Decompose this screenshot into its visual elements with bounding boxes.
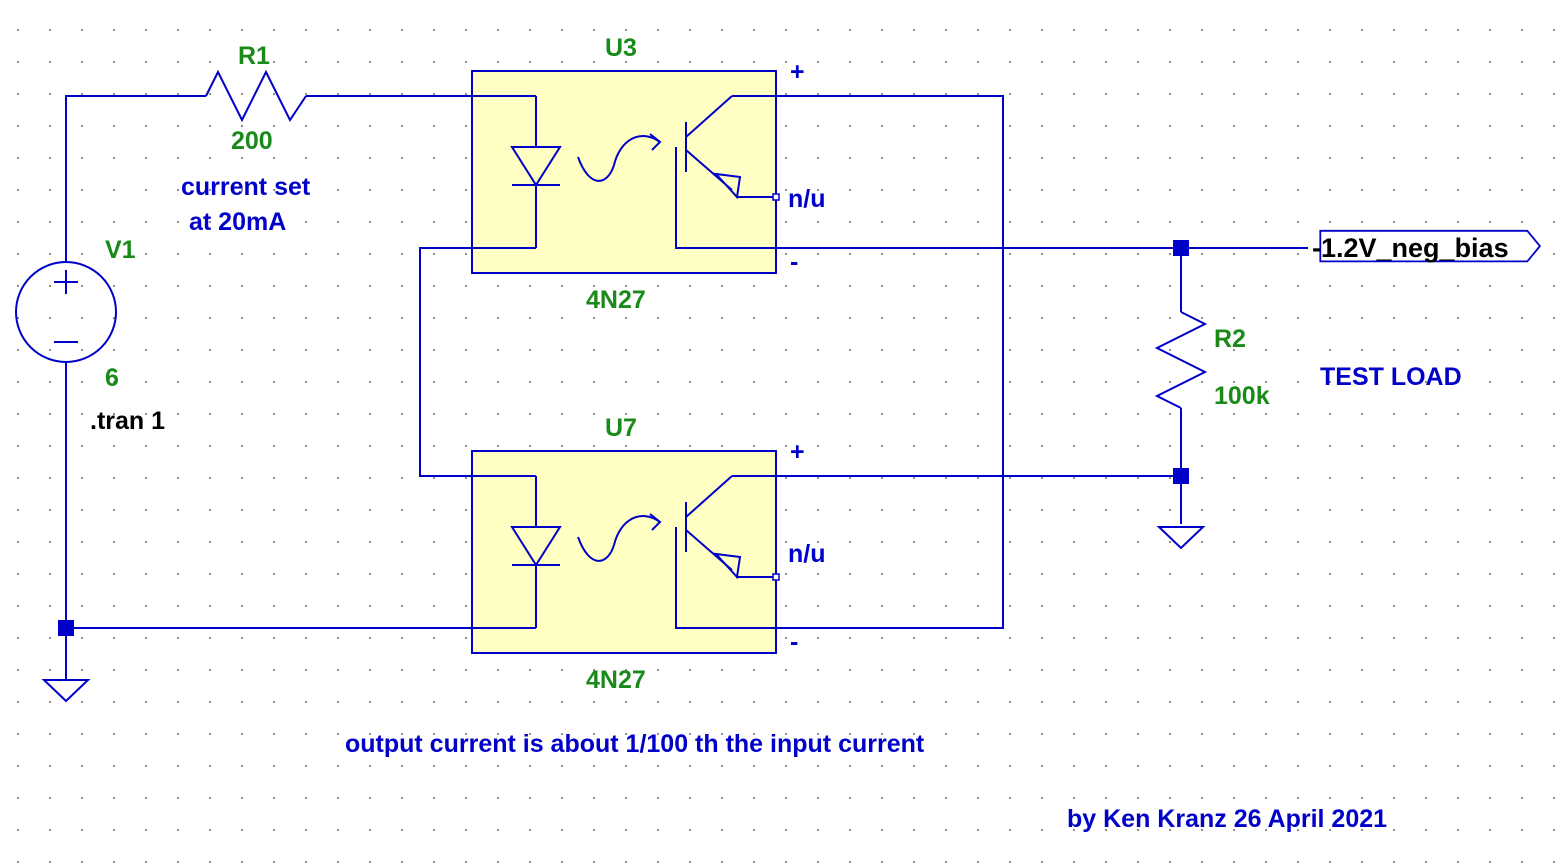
u7-emitter-arrow-icon <box>713 552 742 580</box>
note-author: by Ken Kranz 26 April 2021 <box>1067 805 1388 833</box>
u7-body <box>471 450 777 654</box>
spice-directive-tran[interactable]: .tran 1 <box>90 407 166 435</box>
wire-v1-to-r1 <box>65 95 206 262</box>
ground-right-icon <box>1156 526 1206 550</box>
u7-transistor-collector <box>685 475 733 518</box>
u7-minus-pin-label: - <box>790 628 799 656</box>
u7-ref-label: U7 <box>605 414 637 442</box>
optocoupler-u3[interactable] <box>471 70 780 274</box>
resistor-r2-icon[interactable] <box>1154 311 1208 409</box>
ground-left-icon <box>41 679 91 703</box>
v1-value-label: 6 <box>105 364 119 392</box>
u7-light-wave-icon <box>577 515 661 562</box>
u3-ref-label: U3 <box>605 34 637 62</box>
u7-emitter-wire <box>675 527 776 629</box>
note-test-load: TEST LOAD <box>1320 363 1462 391</box>
u3-transistor-collector <box>685 95 733 138</box>
u7-nu-pin-label: n/u <box>788 540 826 568</box>
u3-light-wave-icon <box>577 135 661 182</box>
u3-nu-pin-label: n/u <box>788 185 826 213</box>
note-output-current: output current is about 1/100 th the inp… <box>345 730 925 758</box>
wire-u3-to-u7 <box>419 247 536 477</box>
voltage-source-v1-icon[interactable] <box>15 261 117 363</box>
v1-ref-label: V1 <box>105 236 136 264</box>
u3-part-label: 4N27 <box>586 286 646 314</box>
u3-nu-pin-icon <box>772 193 780 201</box>
u3-emitter-arrow-icon <box>713 172 742 200</box>
u3-minus-pin-label: - <box>790 248 799 276</box>
u3-plus-pin-label: + <box>790 58 805 86</box>
net-label-neg-bias[interactable]: -1.2V_neg_bias <box>1312 233 1509 263</box>
u7-light-arrow-icon <box>649 513 662 531</box>
note-at-20ma: at 20mA <box>189 208 287 236</box>
u3-emitter-wire <box>675 147 776 249</box>
r1-value-label: 200 <box>231 127 273 155</box>
note-current-set: current set <box>181 173 311 201</box>
optocoupler-u7[interactable] <box>471 450 780 654</box>
junction-neg-bias <box>1173 240 1189 256</box>
u3-light-arrow-icon <box>649 133 662 151</box>
wire-collector-loop <box>776 95 1004 629</box>
junction-gnd-right <box>1173 468 1189 484</box>
u7-plus-pin-label: + <box>790 438 805 466</box>
r1-ref-label: R1 <box>238 42 270 70</box>
resistor-r1-icon[interactable] <box>205 69 307 123</box>
junction-gnd-left <box>58 620 74 636</box>
u3-body <box>471 70 777 274</box>
r2-ref-label: R2 <box>1214 325 1246 353</box>
u7-led-triangle <box>510 526 562 567</box>
u3-led-triangle <box>510 146 562 187</box>
u7-nu-pin-icon <box>772 573 780 581</box>
u7-part-label: 4N27 <box>586 666 646 694</box>
net-label-flag[interactable] <box>1306 229 1556 265</box>
r2-value-label: 100k <box>1214 382 1270 410</box>
